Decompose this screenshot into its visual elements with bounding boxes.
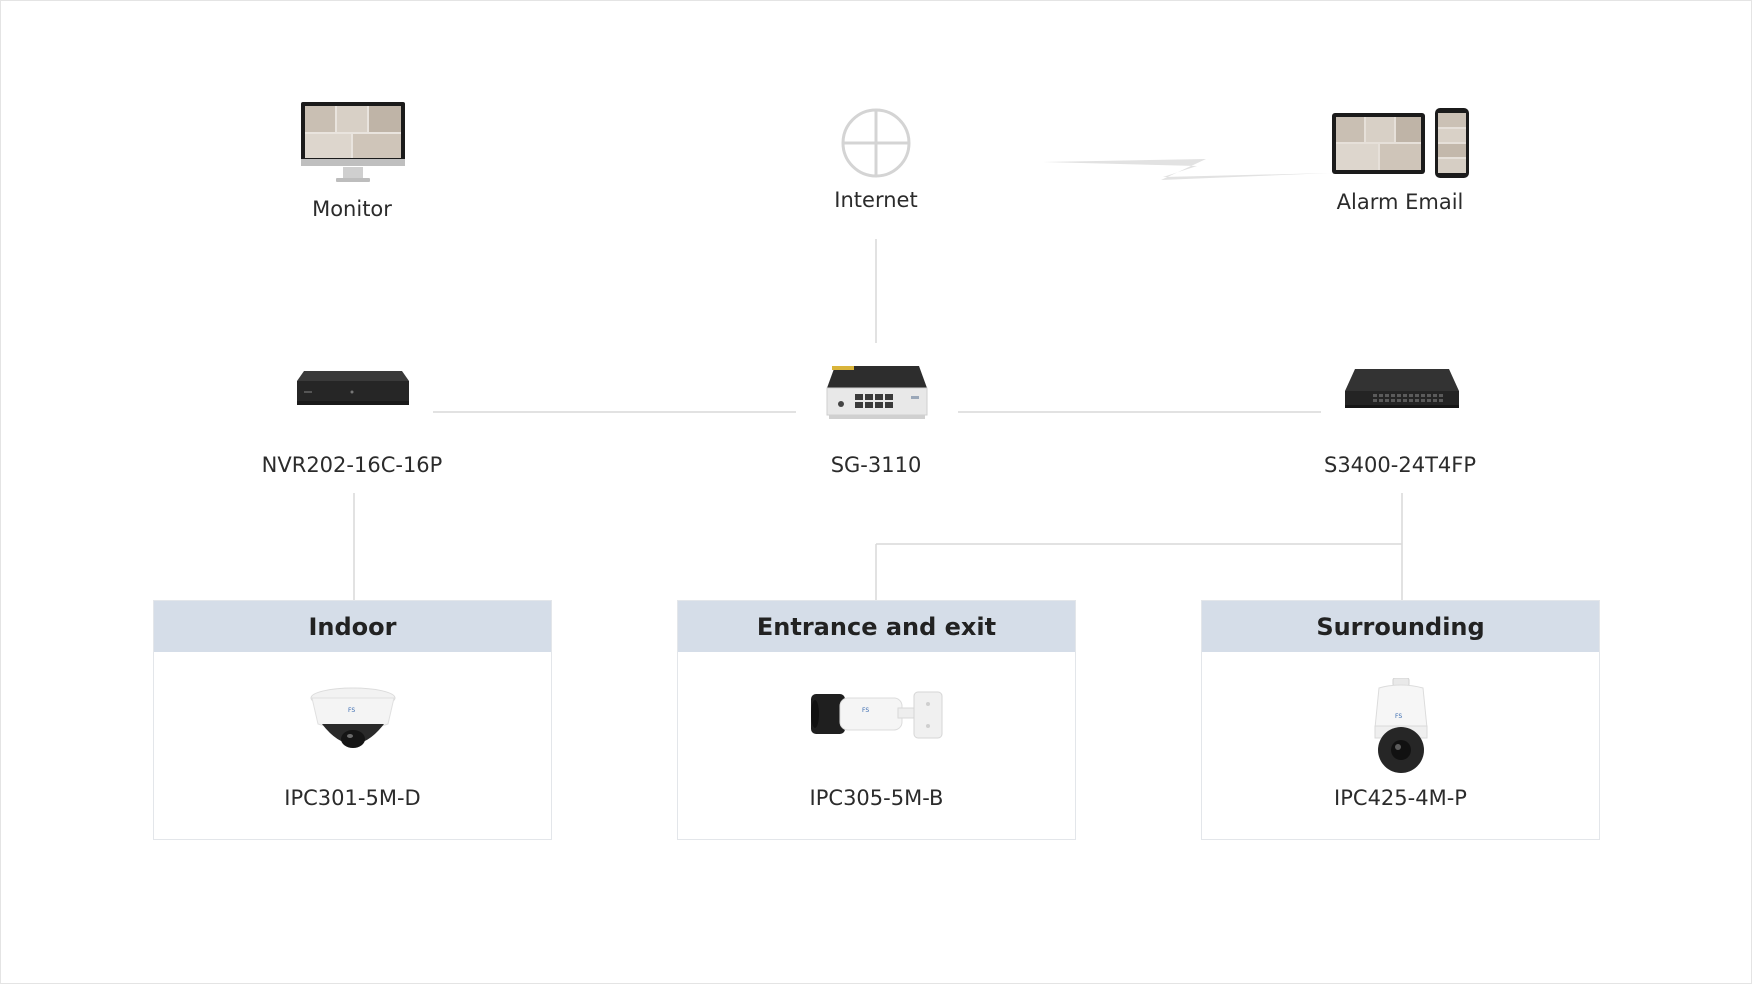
sg-3110-label: SG-3110 bbox=[830, 453, 922, 477]
group-surrounding-model: IPC425-4M-P bbox=[1334, 786, 1467, 810]
group-entrance-exit: Entrance and exit FS IPC305-5M-B bbox=[677, 600, 1076, 840]
group-entrance-exit-model: IPC305-5M-B bbox=[809, 786, 944, 810]
monitor-icon bbox=[301, 102, 405, 182]
tablet-phone-icon bbox=[1332, 108, 1469, 178]
dome-camera-icon: FS bbox=[310, 687, 395, 748]
internet-label: Internet bbox=[834, 188, 918, 212]
bullet-camera-icon: FS bbox=[810, 691, 942, 739]
svg-text:FS: FS bbox=[348, 707, 355, 714]
monitor-label: Monitor bbox=[312, 197, 392, 221]
group-surrounding-title: Surrounding bbox=[1202, 601, 1599, 652]
group-entrance-exit-title: Entrance and exit bbox=[678, 601, 1075, 652]
svg-text:FS: FS bbox=[1395, 713, 1402, 720]
svg-text:FS: FS bbox=[862, 707, 869, 714]
group-surrounding: Surrounding FS IPC425-4M-P bbox=[1201, 600, 1600, 840]
globe-icon bbox=[841, 108, 911, 178]
router-icon bbox=[826, 366, 928, 419]
switch-icon bbox=[1345, 369, 1459, 408]
group-indoor-title: Indoor bbox=[154, 601, 551, 652]
alarm-email-label: Alarm Email bbox=[1336, 190, 1464, 214]
nvr-icon bbox=[297, 371, 409, 405]
nvr-label: NVR202-16C-16P bbox=[261, 453, 443, 477]
s3400-label: S3400-24T4FP bbox=[1323, 453, 1477, 477]
wireless-link-icon bbox=[1043, 159, 1331, 180]
group-indoor-model: IPC301-5M-D bbox=[284, 786, 421, 810]
group-indoor: Indoor FS IPC301-5M-D bbox=[153, 600, 552, 840]
ptz-camera-icon: FS bbox=[1373, 678, 1428, 773]
